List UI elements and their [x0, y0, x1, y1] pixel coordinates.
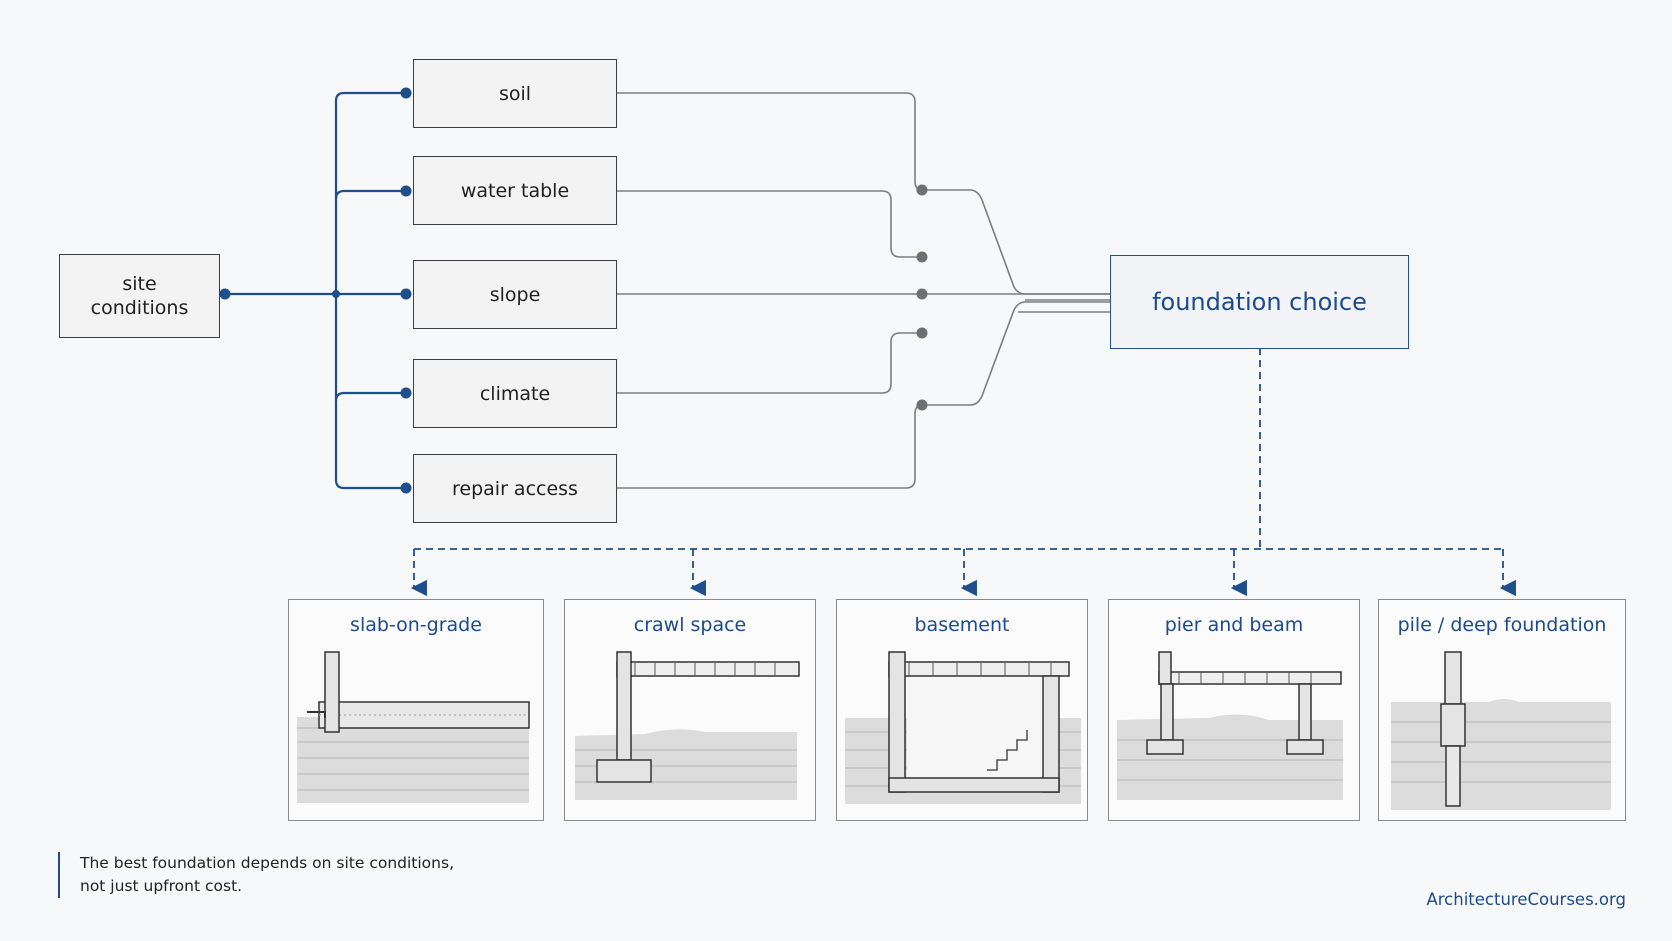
factor-label: soil	[498, 82, 532, 105]
factor-label: slope	[489, 283, 541, 306]
takeaway-note: The best foundation depends on site cond…	[58, 852, 540, 898]
basement-section-icon	[845, 651, 1081, 804]
junction-soil	[916, 184, 928, 196]
site-conditions-tree	[225, 91, 406, 490]
soil-dot	[400, 87, 412, 99]
factor-climate[interactable]: climate	[413, 359, 617, 428]
card-title: pier and beam	[1164, 614, 1304, 636]
slab-on-grade-section-icon	[297, 651, 530, 803]
site-conditions-node[interactable]: site conditions	[59, 254, 220, 338]
crawl-space-section-icon	[575, 651, 800, 800]
card-title: slab-on-grade	[350, 614, 482, 636]
merge-lower	[922, 301, 1110, 406]
junction-water-table	[916, 251, 928, 263]
card-title: basement	[914, 614, 1010, 636]
slope-dot	[400, 288, 412, 300]
pile-foundation-section-icon	[1391, 651, 1611, 810]
factor-label: climate	[479, 382, 551, 405]
pier-and-beam-section-icon	[1117, 651, 1343, 800]
note-line-1: The best foundation depends on site cond…	[80, 854, 454, 872]
factor-slope[interactable]: slope	[413, 260, 617, 329]
factor-water-table[interactable]: water table	[413, 156, 617, 225]
card-title: pile / deep foundation	[1397, 614, 1607, 636]
factor-repair-access[interactable]: repair access	[413, 454, 617, 523]
card-pile-deep-foundation[interactable]: pile / deep foundation	[1378, 599, 1626, 821]
branch-water-table	[334, 189, 406, 200]
junction-repair-access	[916, 399, 928, 411]
factor-soil[interactable]: soil	[413, 59, 617, 128]
junction-slope	[916, 288, 928, 300]
card-slab-on-grade[interactable]: slab-on-grade	[288, 599, 544, 821]
foundation-choice-label: foundation choice	[1152, 288, 1367, 316]
link-climate	[616, 332, 922, 394]
link-repair-access	[616, 404, 923, 489]
factor-label: repair access	[452, 477, 578, 500]
site-conditions-label: site conditions	[90, 273, 189, 319]
water-table-dot	[400, 185, 412, 197]
source-dot	[219, 288, 231, 300]
foundation-choice-node[interactable]: foundation choice	[1110, 255, 1409, 349]
trunk-junction	[332, 290, 340, 298]
link-water-table	[616, 190, 922, 258]
footer-site-link[interactable]: ArchitectureCourses.org	[1426, 890, 1626, 909]
type-links	[410, 348, 1516, 597]
climate-dot	[400, 387, 412, 399]
factor-links	[616, 92, 1110, 489]
merge-upper	[922, 189, 1110, 301]
card-title: crawl space	[633, 614, 747, 636]
card-crawl-space[interactable]: crawl space	[564, 599, 816, 821]
card-pier-and-beam[interactable]: pier and beam	[1108, 599, 1360, 821]
card-basement[interactable]: basement	[836, 599, 1088, 821]
link-soil	[616, 92, 923, 191]
branch-climate	[334, 391, 406, 402]
factor-label: water table	[460, 179, 570, 202]
tree-trunk	[334, 91, 406, 490]
repair-access-dot	[400, 482, 412, 494]
junction-climate	[916, 327, 928, 339]
note-line-2: not just upfront cost.	[80, 877, 243, 895]
